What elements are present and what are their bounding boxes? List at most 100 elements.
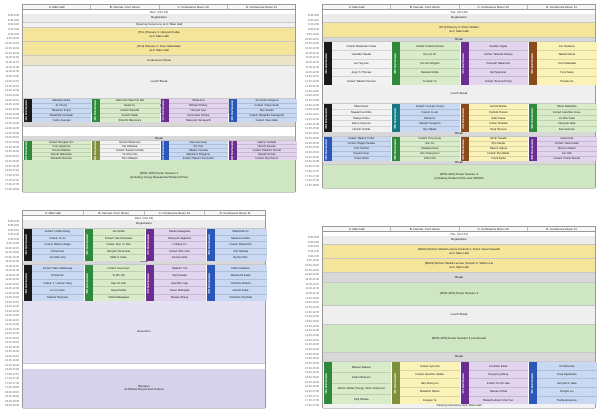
talk-entry[interactable]: Yasuo Shibasaki	[153, 287, 206, 295]
talk-entry[interactable]: Yumi Hatanaka	[537, 60, 597, 69]
talk-entry[interactable]: Invited: J. Ludovic Yang	[31, 280, 84, 288]
talk-entry[interactable]: Makoto Sakurai	[331, 362, 391, 373]
talk-entry[interactable]: Invited: Haruhiko Inoue	[537, 110, 597, 116]
talk-entry[interactable]: Yoshida Tetsuro	[468, 110, 528, 116]
talk-entry[interactable]: Hidemichi Taku Kim Wa	[100, 99, 160, 104]
talk-entry[interactable]: Masahide Kuniwaki	[31, 114, 91, 119]
talk-entry[interactable]: Invited: Satoshi Uchida	[100, 149, 160, 154]
talk-entry[interactable]: Ryo Takaki	[423, 128, 437, 132]
talk-entry[interactable]: Masahiro Nikoto	[400, 388, 460, 397]
talk-entry[interactable]: Ichikawa Kenji	[400, 147, 460, 152]
talk-entry[interactable]: Ju Chonin	[31, 104, 91, 109]
talk-entry[interactable]: Kim Chang Gun	[400, 152, 460, 157]
talk-entry[interactable]: Junichi Moiwa	[468, 104, 528, 110]
talk-entry[interactable]: Invited: Sam Yu Tam	[92, 242, 145, 249]
talk-entry[interactable]: Jun-Ichi Ishiguro	[400, 60, 460, 69]
talk-entry[interactable]: Masaoko Ikemoto	[50, 157, 72, 161]
talk-entry[interactable]: Noriyuki Iyoe	[168, 109, 228, 114]
talk-entry[interactable]: Hiroki Yasuda	[468, 137, 528, 142]
talk-entry[interactable]: Sachiko Ogata	[468, 42, 528, 52]
talk-entry[interactable]: Hiroshi Sakamoto	[100, 141, 160, 146]
talk-entry[interactable]: Yasuhiko Sasaki	[331, 51, 391, 60]
talk-entry[interactable]: Hiroshi Uchida	[352, 128, 370, 132]
talk-entry[interactable]: Invited: Yuki Kurosawa	[92, 236, 145, 242]
talk-entry[interactable]: Masatoshi Iwata	[214, 272, 267, 280]
talk-entry[interactable]: Invited: Lisa Foyer	[92, 265, 145, 273]
talk-entry[interactable]: Shoki Arai	[168, 99, 228, 104]
talk-entry[interactable]: Takashi Tsujimoto	[46, 296, 69, 300]
talk-entry[interactable]: Naoko Hasegawa	[153, 229, 206, 236]
talk-entry[interactable]: Kazumasa Ichioka	[168, 114, 228, 119]
talk-entry[interactable]: Invited: Takumi Sumiyoshi	[182, 157, 214, 161]
talk-entry[interactable]: Tatsuyuki Yamaguchi	[185, 118, 211, 122]
talk-entry[interactable]: Invited: Lim-Hyo-Young	[400, 104, 460, 110]
talk-entry[interactable]: Naoki Hi.	[100, 104, 160, 109]
talk-entry[interactable]: Fumihiko Ikeda	[468, 362, 528, 371]
talk-entry[interactable]: Jun-Ichiro Ishiyama	[237, 99, 297, 104]
talk-entry[interactable]: Yoshihiro Ohashi	[214, 280, 267, 288]
talk-entry[interactable]: Kouji Hayashida	[537, 371, 597, 380]
talk-entry[interactable]: Lai Ying Lee	[331, 60, 391, 69]
talk-entry[interactable]: Takako Yamada	[168, 149, 228, 154]
talk-entry[interactable]: Takashi Murai	[537, 51, 597, 60]
talk-entry[interactable]: Yuki Yoshimi	[331, 147, 391, 152]
talk-entry[interactable]: Invited: Yasuo Iwaki	[537, 142, 597, 147]
talk-entry[interactable]: Ye Zhu Tei	[92, 272, 145, 280]
talk-entry[interactable]: Minoru Ohashi	[537, 147, 597, 152]
talk-entry[interactable]: Fengtan Ye	[422, 398, 437, 402]
talk-entry[interactable]: Takumi Yajima	[468, 147, 528, 152]
talk-entry[interactable]: Invited: Takahiro Suzuki	[237, 149, 297, 154]
talk-entry[interactable]: Takahiro Yuri	[153, 265, 206, 273]
talk-entry[interactable]: Keiji Tanaka	[354, 397, 369, 401]
talk-entry[interactable]: Kazuo Imamura	[331, 121, 391, 128]
talk-entry[interactable]: Invited: Tatsushi Takaya	[468, 51, 528, 60]
talk-entry[interactable]: Invited: Masanobu Urata	[331, 42, 391, 52]
talk-entry[interactable]: Pengsong Wang	[468, 371, 528, 380]
talk-entry[interactable]: Li Wang Lin	[153, 242, 206, 249]
talk-entry[interactable]: Yoshihisa Tsuchida	[229, 296, 252, 300]
talk-entry[interactable]: Daiki Kusahara	[214, 265, 267, 273]
talk-entry[interactable]: Invited: Shin Chiu	[153, 249, 206, 255]
talk-entry[interactable]: Haruhiko Yagi	[153, 280, 206, 288]
talk-entry[interactable]: Kazuyuki Hagiwara	[153, 236, 206, 242]
talk-entry[interactable]: Invited: Bongkat Yon	[31, 141, 91, 146]
talk-entry[interactable]: Kan Iwamoto	[558, 128, 575, 132]
talk-entry[interactable]: Pengfei Liu	[537, 388, 597, 397]
talk-entry[interactable]: Yu-Chan Yu	[422, 79, 437, 83]
talk-entry[interactable]: Hiroshi Fujita	[214, 287, 267, 295]
talk-entry[interactable]: Ryohei Shin	[233, 256, 248, 260]
talk-entry[interactable]: Chikai Nakagawa	[108, 296, 129, 300]
talk-entry[interactable]: Nan-Sheng Lin	[400, 379, 460, 389]
talk-entry[interactable]: Haruo Arai	[537, 137, 597, 142]
talk-entry[interactable]: Daito Kawa	[468, 116, 528, 122]
talk-entry[interactable]: Invited: Kanehiro Tairiku	[400, 371, 460, 380]
talk-entry[interactable]: Invited: Yoshio Suzuki	[553, 157, 580, 161]
talk-entry[interactable]: Jun-Mao Hop	[49, 256, 66, 260]
talk-entry[interactable]: Yuno Hashuma	[31, 145, 91, 150]
talk-entry[interactable]: Invited: Yasu Naito	[255, 118, 278, 122]
talk-entry[interactable]: Yuichi Ikeda	[491, 157, 506, 161]
talk-entry[interactable]: Hajime Yoshida	[237, 141, 297, 146]
talk-entry[interactable]: Kazunari Nakamoto	[468, 60, 528, 69]
talk-entry[interactable]: Masaki Fumihiko	[331, 110, 391, 116]
talk-entry[interactable]: Seiji Tanaka	[153, 272, 206, 280]
talk-entry[interactable]: Hiroshi Kaneko	[237, 145, 297, 150]
talk-entry[interactable]: Ryo Iro Ito	[400, 51, 460, 60]
talk-entry[interactable]: Invited: Tony Hong	[400, 137, 460, 142]
talk-entry[interactable]: Yumi Sawa	[537, 69, 597, 78]
talk-entry[interactable]: Yuki Shibata	[214, 249, 267, 255]
talk-entry[interactable]: Jin Wan Taek	[537, 116, 597, 122]
talk-entry[interactable]: Invited: Takami Yuriko	[331, 137, 391, 142]
talk-entry[interactable]: Ikuya Kuriba	[92, 287, 145, 295]
